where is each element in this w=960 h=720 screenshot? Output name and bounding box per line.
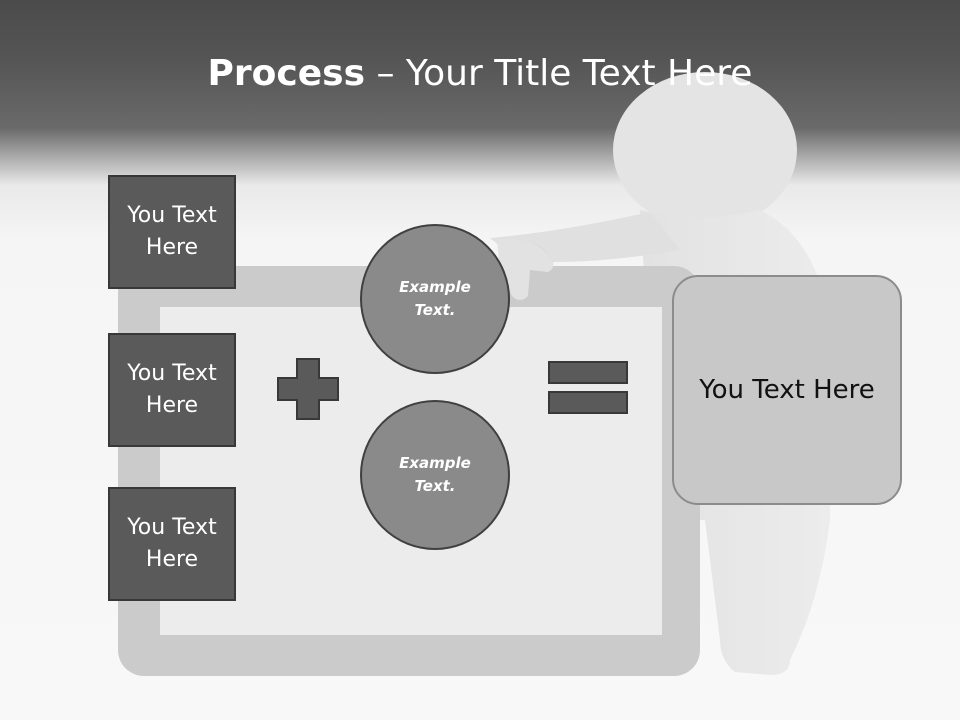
example-circle-1: Example Text.	[360, 224, 510, 374]
example-circle-2: Example Text.	[360, 400, 510, 550]
title-rest: – Your Title Text Here	[365, 53, 753, 94]
title-bold: Process	[207, 53, 366, 94]
equals-icon	[548, 361, 628, 414]
page-title: Process – Your Title Text Here	[0, 52, 960, 96]
text-box-3: You Text Here	[108, 487, 236, 601]
text-box-1: You Text Here	[108, 175, 236, 289]
plus-icon	[277, 358, 339, 420]
text-box-2: You Text Here	[108, 333, 236, 447]
result-box: You Text Here	[672, 275, 902, 505]
figure-head	[613, 72, 797, 228]
